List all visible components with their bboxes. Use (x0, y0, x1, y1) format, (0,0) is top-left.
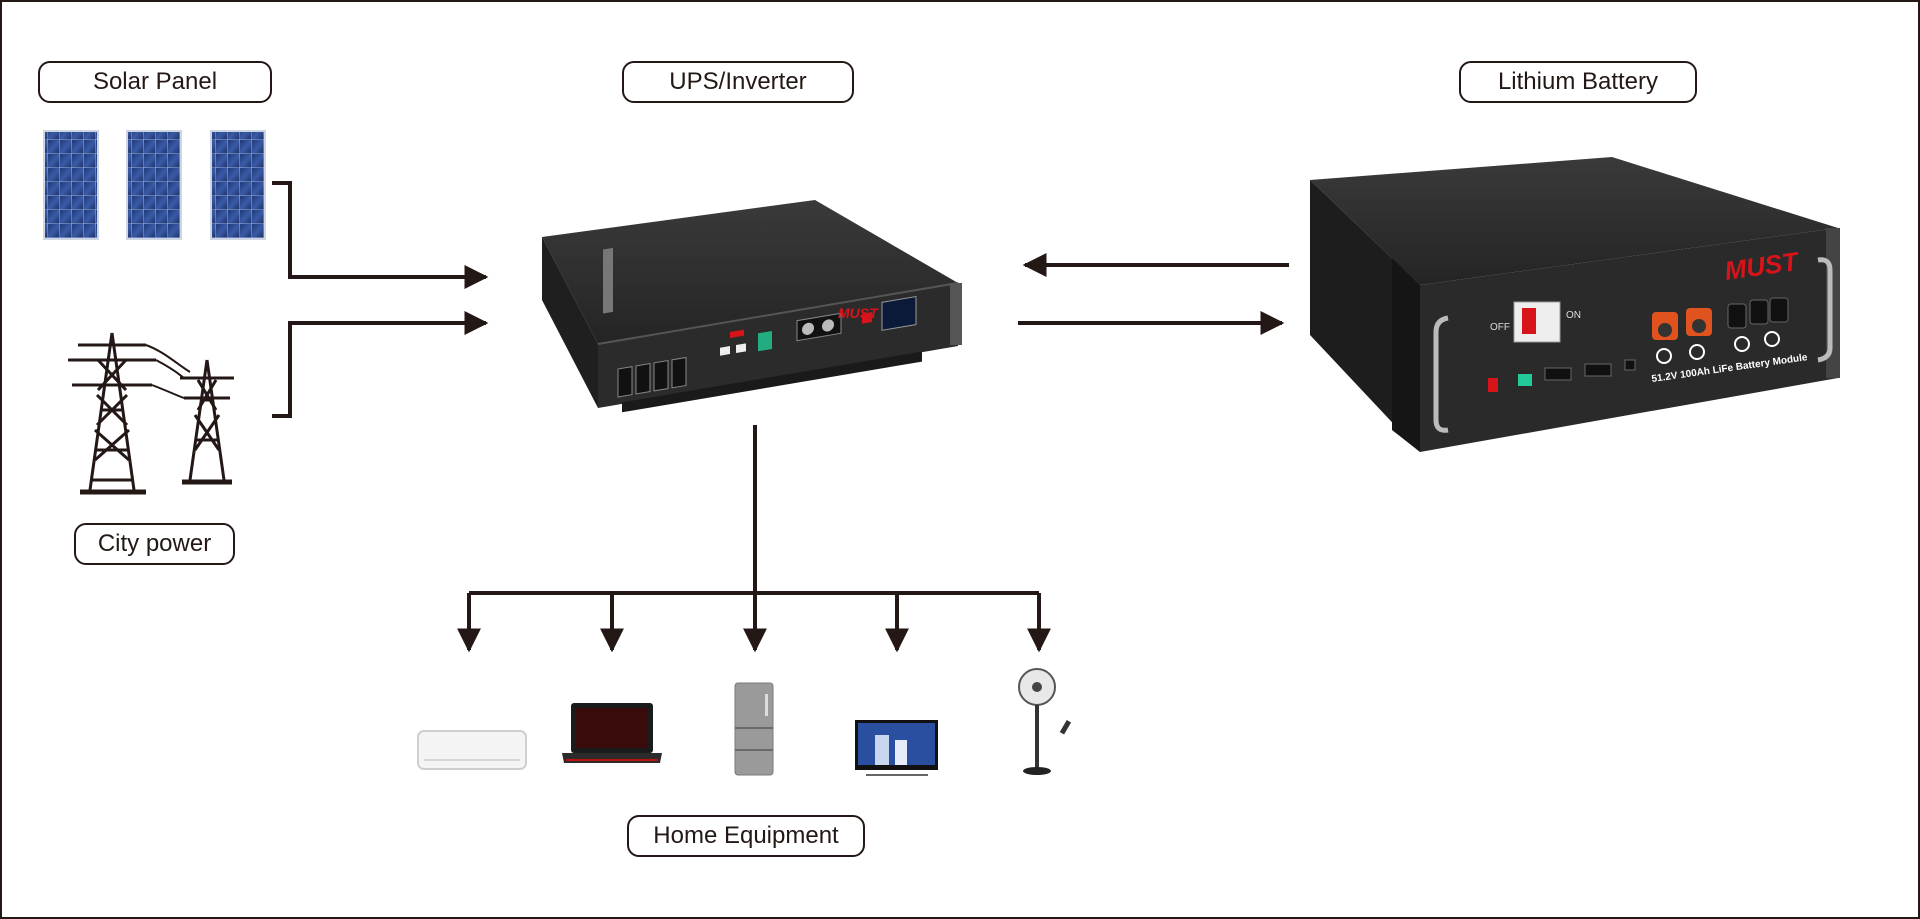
svg-text:ON: ON (1566, 310, 1581, 321)
inverter-brand-logo: MUST (838, 305, 879, 321)
citypower-to-inverter-line (272, 311, 489, 418)
svg-text:OFF: OFF (1490, 322, 1510, 333)
connector-lines (272, 181, 1289, 653)
lithium-battery-label: Lithium Battery (1459, 61, 1697, 103)
solar-panel-label: Solar Panel (38, 61, 272, 103)
air-conditioner-icon (417, 730, 527, 770)
power-tower-icon (68, 332, 234, 495)
battery-breaker: OFF ON (1490, 301, 1581, 343)
ups-inverter-label: UPS/Inverter (622, 61, 854, 103)
solar-to-inverter-line (272, 181, 489, 289)
solar-panel-icon (43, 130, 266, 240)
television-icon (855, 720, 938, 776)
laptop-icon (562, 703, 662, 763)
city-power-label: City power (74, 523, 235, 565)
home-equipment-label: Home Equipment (627, 815, 865, 857)
battery-terminals (1652, 297, 1789, 364)
refrigerator-icon (734, 682, 774, 776)
lithium-battery-device: OFF ON MUST 51.2V 100Ah LiFe Battery Mod… (1310, 157, 1840, 452)
battery-ports (1488, 359, 1636, 392)
standing-fan-icon (1018, 668, 1072, 775)
ups-inverter-device: MUST (542, 200, 962, 413)
